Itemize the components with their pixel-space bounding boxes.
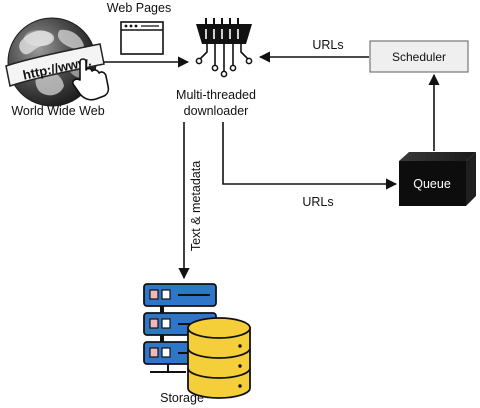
scheduler-box — [369, 40, 469, 73]
downloader-label-line2: downloader — [184, 104, 249, 118]
downloader-chip-icon — [195, 18, 253, 78]
queue-label: Queue — [413, 177, 451, 191]
storage-label: Storage — [160, 391, 204, 405]
queue-cube-icon — [399, 152, 476, 206]
arrow-downloader-to-queue — [222, 122, 398, 190]
url-banner: http://www. — [5, 43, 105, 87]
database-cylinder-icon — [187, 317, 251, 399]
browser-window-icon — [120, 21, 164, 55]
web-pages-label: Web Pages — [107, 1, 171, 15]
downloader-label-line1: Multi-threaded — [176, 88, 256, 102]
urls-label-bottom: URLs — [302, 195, 333, 209]
hand-cursor-icon — [72, 58, 110, 101]
scheduler-label: Scheduler — [392, 50, 446, 64]
text-metadata-label: Text & metadata — [189, 161, 203, 251]
urls-label-top: URLs — [312, 38, 343, 52]
www-label: World Wide Web — [11, 104, 104, 118]
